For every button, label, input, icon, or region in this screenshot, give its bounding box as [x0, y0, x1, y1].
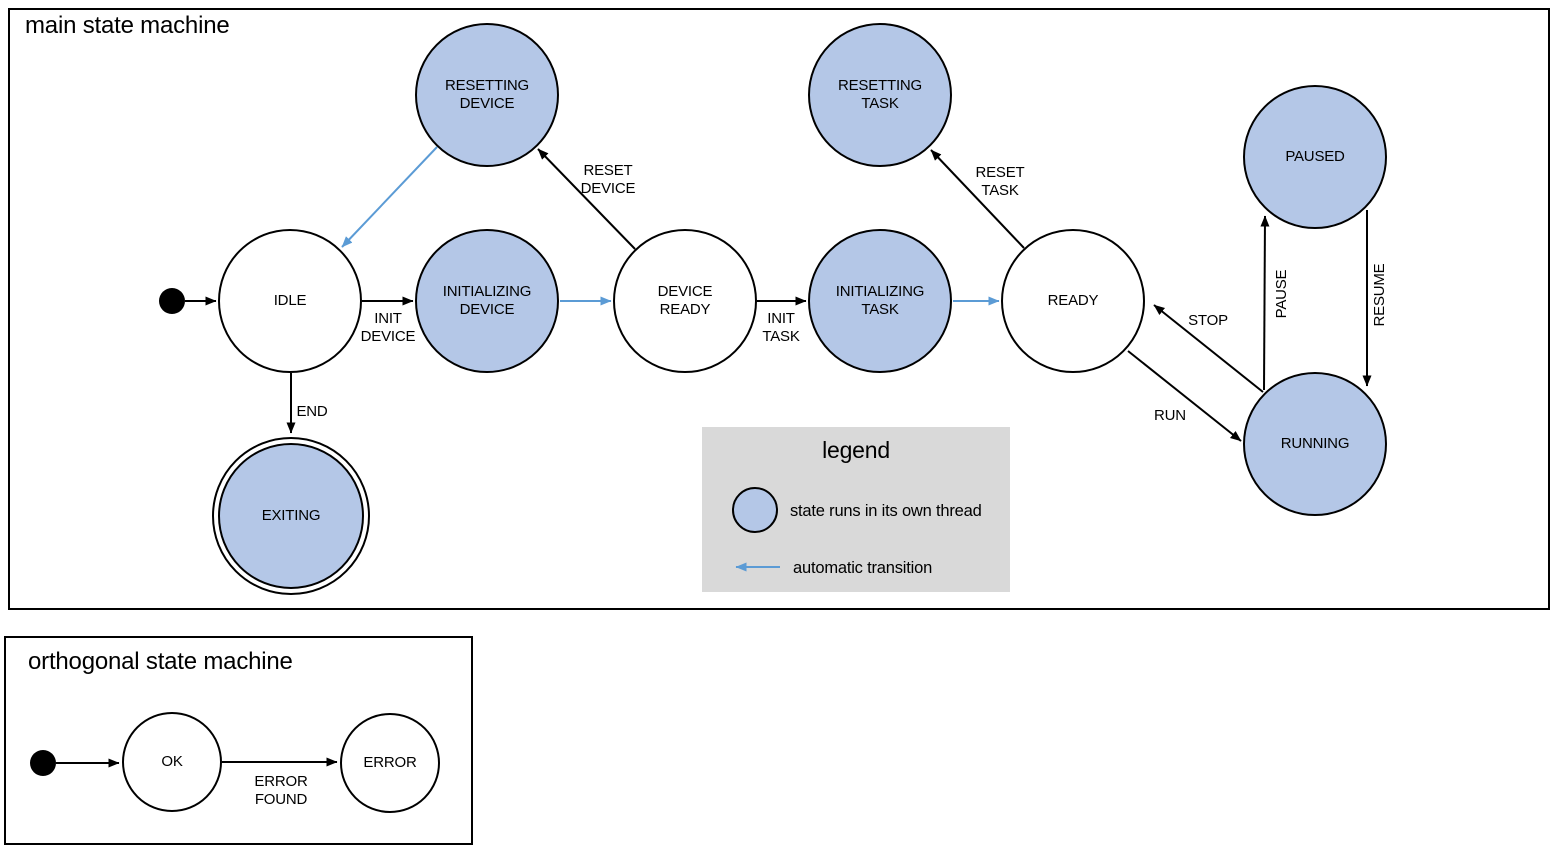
- legend-auto-label: automatic transition: [793, 559, 933, 577]
- label-init-task: INIT TASK: [762, 310, 800, 345]
- initial-state-dot-main: [159, 288, 185, 314]
- state-idle: IDLE: [218, 229, 362, 373]
- label-end: END: [296, 403, 328, 420]
- state-initializing-device: INITIALIZING DEVICE: [415, 229, 559, 373]
- label-init-device: INIT DEVICE: [360, 310, 416, 345]
- legend-box: legend state runs in its own thread auto…: [702, 427, 1010, 592]
- main-state-machine-title: main state machine: [25, 12, 230, 39]
- label-stop: STOP: [1188, 312, 1228, 329]
- state-exiting: EXITING: [218, 443, 364, 589]
- final-state-exiting: EXITING: [212, 437, 370, 595]
- state-paused: PAUSED: [1243, 85, 1387, 229]
- state-running: RUNNING: [1243, 372, 1387, 516]
- state-ok: OK: [122, 712, 222, 812]
- label-reset-task: RESET TASK: [975, 164, 1025, 199]
- state-ready: READY: [1001, 229, 1145, 373]
- label-reset-device: RESET DEVICE: [580, 162, 636, 197]
- label-error-found: ERROR FOUND: [254, 773, 308, 808]
- state-resetting-device: RESETTING DEVICE: [415, 23, 559, 167]
- legend-title: legend: [822, 437, 890, 463]
- label-run: RUN: [1154, 407, 1186, 424]
- state-device-ready: DEVICE READY: [613, 229, 757, 373]
- orthogonal-state-machine-title: orthogonal state machine: [28, 648, 293, 675]
- initial-state-dot-orthogonal: [30, 750, 56, 776]
- state-resetting-task: RESETTING TASK: [808, 23, 952, 167]
- legend-thread-state-icon: [732, 487, 778, 533]
- legend-thread-label: state runs in its own thread: [790, 502, 982, 520]
- state-error: ERROR: [340, 713, 440, 813]
- label-resume: RESUME: [1371, 263, 1388, 327]
- state-initializing-task: INITIALIZING TASK: [808, 229, 952, 373]
- label-pause: PAUSE: [1273, 269, 1290, 319]
